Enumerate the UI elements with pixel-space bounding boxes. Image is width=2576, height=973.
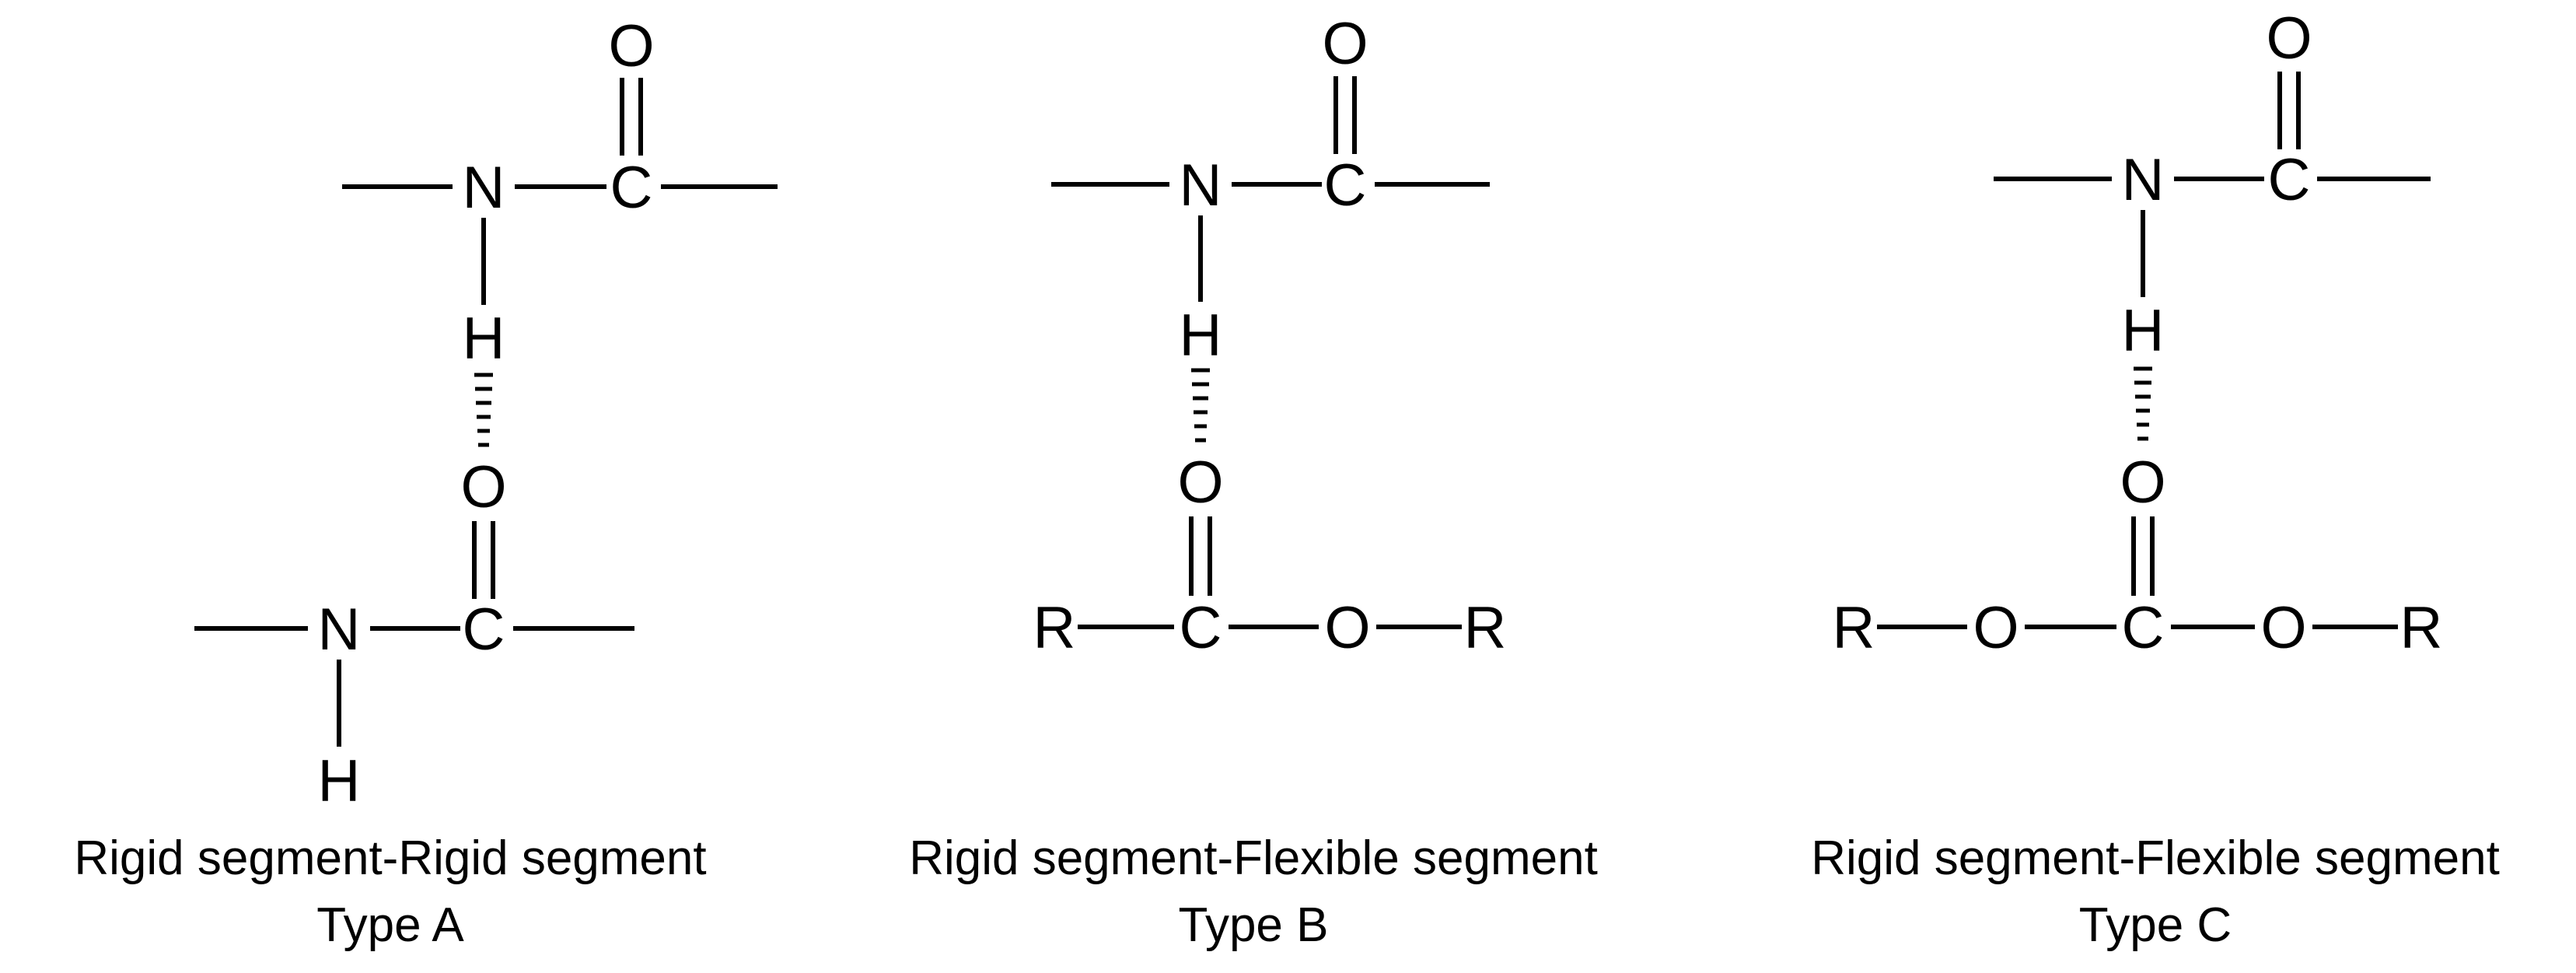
type-label-b: Type B (1179, 898, 1329, 952)
hydrogen-bond (1191, 368, 1210, 443)
hydrogen-bond (2134, 366, 2152, 441)
bonds-type-a (194, 78, 778, 747)
panel-type-c: O N C H O R O C O R Rigid segment-Flexib… (1811, 5, 2500, 952)
atom-ester-o-right: O (2260, 595, 2306, 661)
atom-top-h: H (1180, 303, 1222, 369)
atom-bottom-c: C (1180, 595, 1222, 661)
panel-type-a: O N C H O N C H Rigid segment-Rigid segm… (74, 13, 778, 952)
atom-r-left: R (1833, 595, 1875, 661)
type-label-a: Type A (316, 898, 464, 952)
type-label-c: Type C (2079, 898, 2232, 952)
atom-r-right: R (2400, 595, 2443, 661)
atom-top-o: O (1322, 11, 1368, 77)
bonds-type-c (1877, 72, 2431, 629)
caption-type-a: Rigid segment-Rigid segment (74, 831, 706, 885)
atom-top-n: N (2122, 147, 2165, 213)
caption-type-b: Rigid segment-Flexible segment (909, 831, 1598, 885)
atom-bottom-c: C (463, 597, 505, 663)
atom-acceptor-o: O (460, 454, 506, 520)
atom-bottom-c: C (2122, 595, 2165, 661)
atom-r-left: R (1033, 595, 1076, 661)
atom-top-n: N (1180, 152, 1222, 219)
atom-top-h: H (463, 306, 505, 372)
atom-acceptor-o: O (1177, 450, 1223, 516)
atom-acceptor-o: O (2120, 450, 2165, 516)
atom-top-o: O (608, 13, 654, 79)
atom-r-right: R (1464, 595, 1507, 661)
atom-bottom-n: N (318, 597, 361, 663)
bonds-type-b (1051, 76, 1490, 629)
atom-top-n: N (463, 155, 505, 221)
atom-top-o: O (2266, 5, 2312, 72)
caption-type-c: Rigid segment-Flexible segment (1811, 831, 2500, 885)
atom-ester-o-left: O (1973, 595, 2019, 661)
atom-top-c: C (610, 155, 653, 221)
atom-top-c: C (1324, 152, 1367, 219)
atom-top-h: H (2122, 298, 2165, 364)
panel-type-b: O N C H O R C O R Rigid segment-Flexible… (909, 11, 1598, 952)
atom-bottom-h: H (318, 748, 361, 814)
atom-ester-o: O (1324, 595, 1370, 661)
hydrogen-bond (474, 373, 493, 447)
atom-top-c: C (2268, 147, 2311, 213)
